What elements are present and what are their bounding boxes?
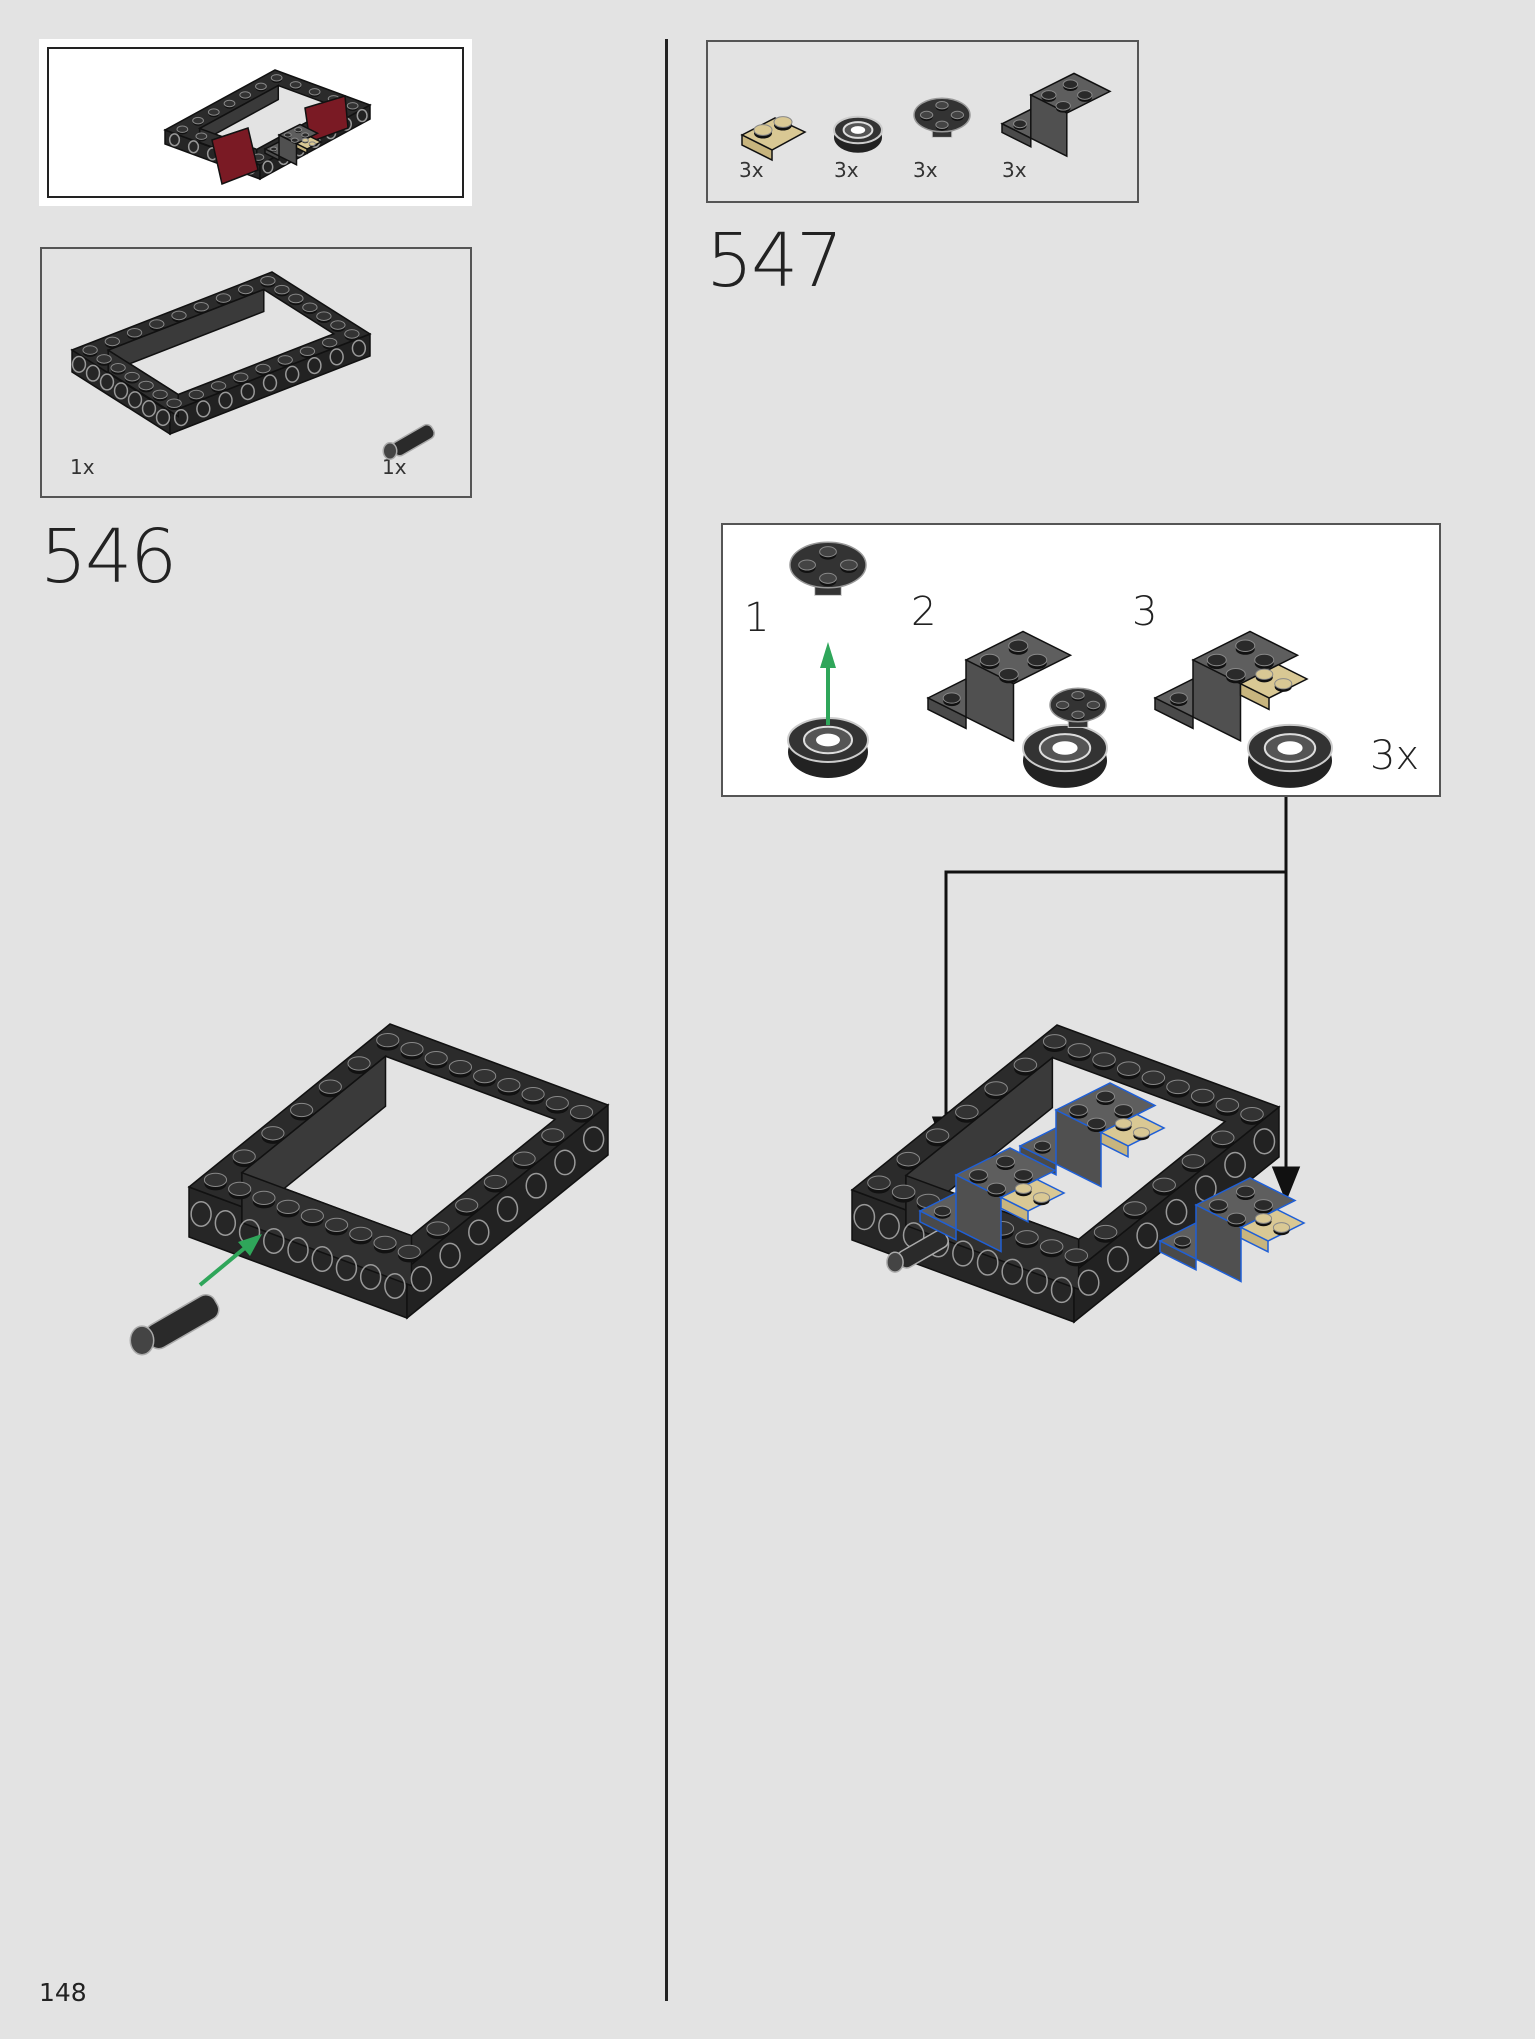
substep1-tire <box>787 717 869 778</box>
part-technic-frame <box>70 271 372 436</box>
part-qty-round-plate: 3x <box>913 158 938 182</box>
substep2-round-plate <box>1049 687 1107 728</box>
part-qty-pin: 1x <box>382 455 407 479</box>
step-number-547: 547 <box>706 218 843 304</box>
part-bracket <box>1000 72 1112 158</box>
technic-pin-installed <box>886 1229 949 1273</box>
substep3-tire <box>1247 723 1333 788</box>
step-number-546: 546 <box>40 514 177 600</box>
part-technic-pin <box>382 423 436 460</box>
substep-3: 3 <box>1132 589 1158 635</box>
page-number: 148 <box>39 1978 87 2007</box>
submodel-bracket-thumb <box>263 123 323 166</box>
substep2-tire <box>1022 723 1108 788</box>
part-qty-tan-plate: 3x <box>739 158 764 182</box>
substep-1: 1 <box>744 595 770 641</box>
part-tan-plate <box>740 116 807 162</box>
submodel-red-bricks <box>211 95 349 186</box>
part-qty-frame: 1x <box>70 455 95 479</box>
substep3-bracket <box>1153 630 1309 742</box>
column-divider <box>665 39 668 2001</box>
substep2-bracket <box>926 630 1073 742</box>
technic-pin <box>129 1294 220 1356</box>
parts-list-546 <box>40 247 472 498</box>
parts-list-547 <box>706 40 1139 203</box>
model-547-frame <box>850 1024 1281 1324</box>
insert-arrow <box>198 1240 254 1287</box>
substep-2: 2 <box>911 589 937 635</box>
installed-bracket-3 <box>1158 1177 1306 1283</box>
part-round-plate <box>913 97 971 138</box>
installed-bracket-2 <box>918 1147 1066 1253</box>
part-tire <box>833 115 883 153</box>
substep1-round-plate <box>789 541 867 596</box>
part-qty-tire: 3x <box>834 158 859 182</box>
part-qty-bracket: 3x <box>1002 158 1027 182</box>
arrow-head-icon <box>238 1234 262 1256</box>
model-546-frame <box>187 1023 610 1320</box>
substep-multiplier: 3x <box>1370 733 1420 779</box>
arrow-head-icon <box>820 642 836 668</box>
